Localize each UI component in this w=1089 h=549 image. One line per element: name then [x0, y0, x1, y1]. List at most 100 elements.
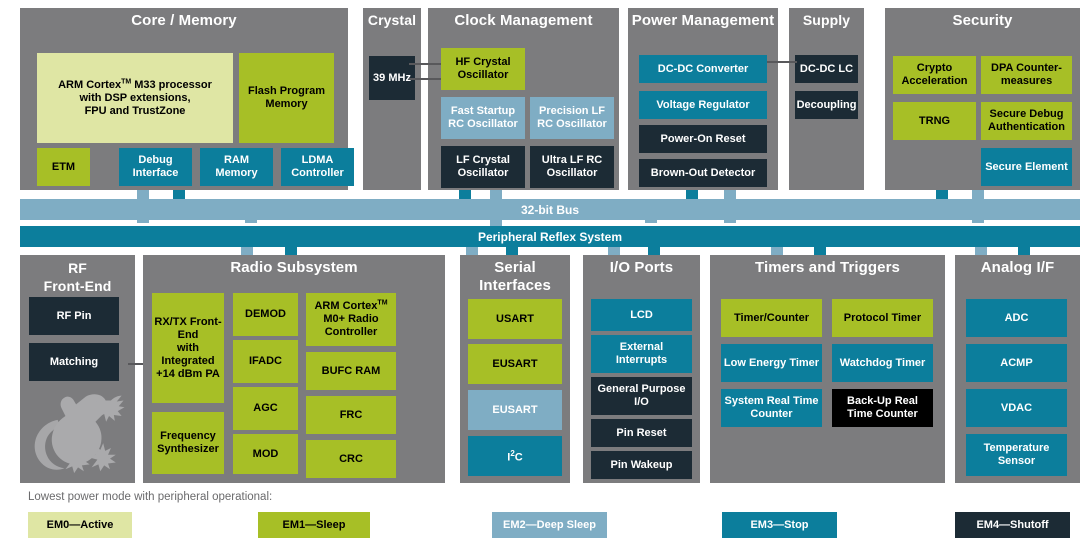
block-lcd: LCD [591, 299, 692, 331]
block-mod: MOD [233, 434, 298, 474]
block-dc-dc-lc: DC-DC LC [795, 55, 858, 83]
block-secure-debug-authentication: Secure Debug Authentication [981, 102, 1072, 140]
block-ultra-lf-rc-oscillator: Ultra LF RC Oscillator [530, 146, 614, 188]
legend-swatch-em4: EM4—Shutoff [955, 512, 1070, 538]
block-frequency-synthesizer: Frequency Synthesizer [152, 412, 224, 474]
bus-stub-radio-light [241, 247, 253, 256]
section-timers-and-triggers: Timers and Triggers Timer/Counter Protoc… [710, 255, 945, 483]
block-decoupling: Decoupling [795, 91, 858, 119]
bus-32-bit-label: 32-bit Bus [520, 202, 579, 217]
block-temperature-sensor: Temperature Sensor [966, 434, 1067, 476]
bus-stub-radio-dark [285, 247, 297, 256]
bus-stub-io-light [608, 247, 620, 256]
block-agc: AGC [233, 387, 298, 430]
block-timer-counter: Timer/Counter [721, 299, 822, 337]
bus-stub-analog-dark [1018, 247, 1030, 256]
wire-crystal-hfxo-top [409, 63, 441, 65]
section-title-io-ports: I/O Ports [609, 259, 674, 276]
section-title-power-management: Power Management [631, 12, 775, 29]
section-power-management: Power Management DC-DC Converter Voltage… [628, 8, 778, 190]
section-title-analog-if: Analog I/F [980, 259, 1055, 276]
block-watchdog-timer: Watchdog Timer [832, 344, 933, 382]
section-title-clock-management: Clock Management [454, 12, 593, 29]
bus-stub-io-dark [648, 247, 660, 256]
section-clock-management: Clock Management HF Crystal Oscillator F… [428, 8, 619, 190]
section-analog-if: Analog I/F ADC ACMP VDAC Temperature Sen… [955, 255, 1080, 483]
block-39mhz-crystal: 39 MHz [369, 56, 415, 100]
bus-prs-label: Peripheral Reflex System [477, 229, 623, 244]
bus-stub-security-light [972, 190, 984, 200]
legend-caption: Lowest power mode with peripheral operat… [28, 491, 273, 503]
section-crystal: Crystal 39 MHz [363, 8, 421, 190]
section-title-timers-and-triggers: Timers and Triggers [754, 259, 900, 276]
section-core-memory: Core / Memory ARM CortexTM M33 processor… [20, 8, 354, 190]
bus-link-c [490, 220, 502, 226]
block-adc: ADC [966, 299, 1067, 337]
block-dpa-countermeasures: DPA Counter-measures [981, 56, 1072, 94]
block-precision-lf-rc-oscillator: Precision LF RC Oscillator [530, 97, 614, 139]
block-bufc-ram: BUFC RAM [306, 352, 396, 390]
block-general-purpose-io: General Purpose I/O [591, 377, 692, 415]
block-backup-real-time-counter: Back-Up Real Time Counter [832, 389, 933, 427]
block-i2c: I2C [468, 436, 562, 476]
block-vdac: VDAC [966, 389, 1067, 427]
section-security: Security Crypto Acceleration DPA Counter… [885, 8, 1080, 190]
block-pin-wakeup: Pin Wakeup [591, 451, 692, 479]
block-ifadc: IFADC [233, 340, 298, 383]
section-supply: Supply DC-DC LC Decoupling [789, 8, 864, 190]
block-frc: FRC [306, 396, 396, 434]
bus-link-a [137, 220, 149, 223]
bus-stub-timers-light [771, 247, 783, 256]
block-power-on-reset: Power-On Reset [639, 125, 767, 153]
bus-stub-analog-light [975, 247, 987, 256]
section-title-security: Security [952, 12, 1013, 29]
block-dc-dc-converter: DC-DC Converter [639, 55, 767, 83]
bus-stub-core-light [137, 190, 149, 200]
block-low-energy-timer: Low Energy Timer [721, 344, 822, 382]
block-debug-interface: Debug Interface [119, 148, 192, 186]
block-acmp: ACMP [966, 344, 1067, 382]
legend-swatch-em2: EM2—Deep Sleep [492, 512, 607, 538]
bus-stub-power-light [724, 190, 736, 200]
block-ram-memory: RAM Memory [200, 148, 273, 186]
bus-link-d [645, 220, 657, 223]
section-title-crystal: Crystal [367, 12, 417, 28]
section-title-core-memory: Core / Memory [131, 12, 237, 29]
block-protocol-timer: Protocol Timer [832, 299, 933, 337]
gecko-logo-icon [34, 394, 125, 474]
legend-swatch-em3: EM3—Stop [722, 512, 837, 538]
block-rf-pin: RF Pin [29, 297, 119, 335]
legend-swatch-em1: EM1—Sleep [258, 512, 370, 538]
block-flash-program-memory: Flash Program Memory [239, 53, 334, 143]
block-fast-startup-rc-oscillator: Fast Startup RC Oscillator [441, 97, 525, 139]
bus-stub-clock-light [490, 190, 502, 200]
block-pin-reset: Pin Reset [591, 419, 692, 447]
block-lf-crystal-oscillator: LF Crystal Oscillator [441, 146, 525, 188]
bus-link-b [245, 220, 257, 223]
block-hf-crystal-oscillator: HF Crystal Oscillator [441, 48, 525, 90]
block-crc: CRC [306, 440, 396, 478]
section-io-ports: I/O Ports LCD External Interrupts Genera… [583, 255, 700, 483]
block-usart: USART [468, 299, 562, 339]
bus-stub-serial-light [466, 247, 478, 256]
wire-dcdc-converter-to-lc [767, 61, 797, 63]
block-ldma-controller: LDMA Controller [281, 148, 354, 186]
block-secure-element: Secure Element [981, 148, 1072, 186]
block-trng: TRNG [893, 102, 976, 140]
block-brown-out-detector: Brown-Out Detector [639, 159, 767, 187]
bus-link-e [724, 220, 736, 223]
legend-swatch-em0: EM0—Active [28, 512, 132, 538]
bus-stub-timers-dark [814, 247, 826, 256]
block-crypto-acceleration: Crypto Acceleration [893, 56, 976, 94]
block-external-interrupts: External Interrupts [591, 335, 692, 373]
bus-stub-serial-dark [506, 247, 518, 256]
